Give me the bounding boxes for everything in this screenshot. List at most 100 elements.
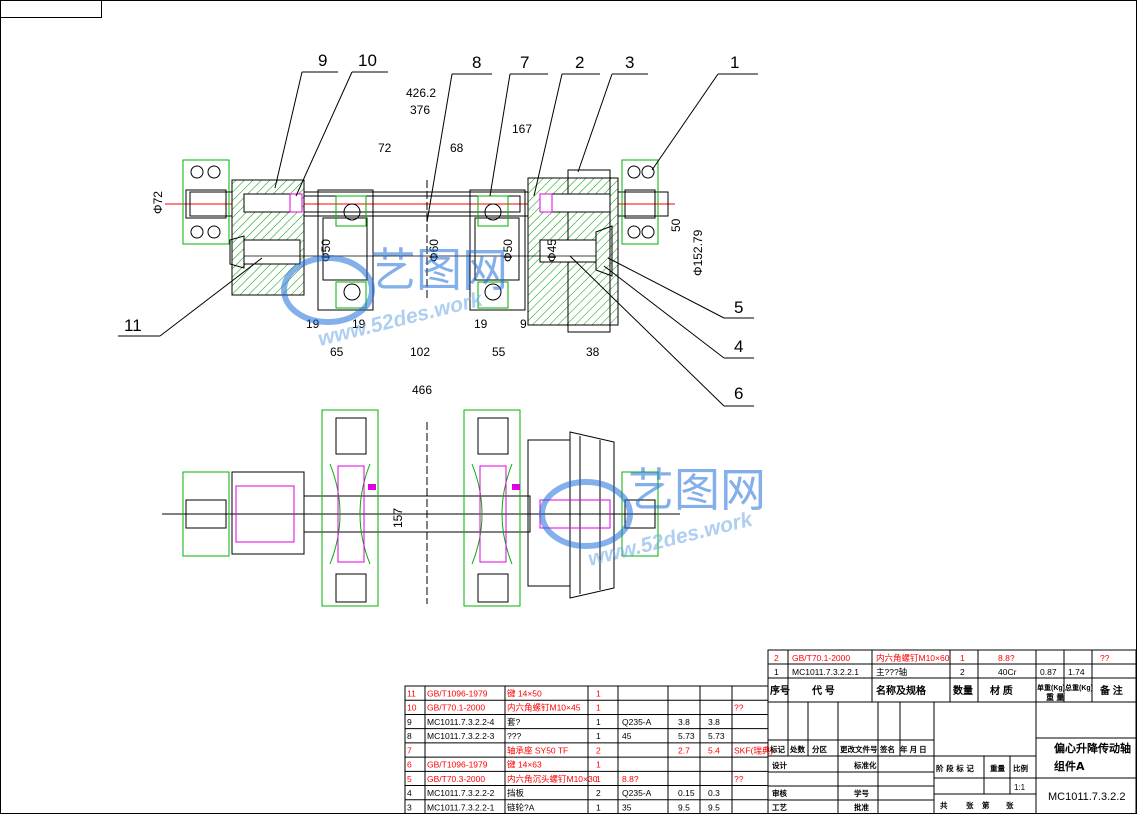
bom-lower-name: 轴承座 SY50 TF [507, 745, 568, 755]
bom-upper-no: 1 [774, 667, 779, 677]
footer-sheet1: 张 [966, 801, 974, 810]
bom-lower-no: 7 [407, 745, 412, 755]
dim-72: 72 [378, 141, 392, 155]
bom-lower-qty: 1 [596, 731, 601, 741]
bom-lower-name: ??? [507, 731, 521, 741]
watermark-brand-1: 艺图网 [370, 243, 508, 297]
bom-lower-code: MC1011.7.3.2.2-4 [427, 717, 495, 727]
hdr-code: 代 号 [811, 684, 835, 697]
balloon-11: 11 [124, 316, 142, 335]
plan-right-bearing [621, 471, 659, 557]
bom-upper-code: GB/T70.1-2000 [792, 653, 850, 663]
bom-lower-code: GB/T70.1-2000 [427, 703, 485, 713]
bom-lower-no: 10 [407, 703, 417, 713]
bom-lower-w1: 3.8 [678, 717, 690, 727]
balloon-5: 5 [734, 298, 743, 317]
balloon-3: 3 [625, 53, 634, 72]
balloon-10: 10 [358, 51, 377, 70]
bom-lower-no: 3 [407, 802, 412, 812]
signoff-header: 处数 [789, 744, 805, 754]
bom-upper-name: 内六角螺钉M10×60 [876, 653, 950, 663]
hdr-remark: 备 注 [1099, 684, 1123, 697]
bom-lower-w1: 5.73 [678, 731, 695, 741]
signoff-label: 批准 [854, 802, 869, 812]
bom-lower-material: Q235-A [622, 717, 652, 727]
dim-d45: Φ45 [545, 239, 559, 262]
watermark-2: 艺图网 www.52des.work [539, 463, 766, 571]
corner-box [0, 0, 102, 18]
bom-lower-no: 5 [407, 774, 412, 784]
dim-d50b: Φ50 [501, 239, 515, 262]
bom-lower-name: 内六角沉头螺钉M10×30 [507, 774, 598, 784]
dim-65: 65 [330, 345, 344, 359]
signoff-header: 签名 [879, 744, 895, 754]
signoff-header: 分区 [812, 744, 827, 754]
title-block: 序号 代 号 名称及规格 数量 材 质 单重(Kg) 总重(Kg) 重 量 备 … [404, 649, 1137, 815]
dim-102: 102 [410, 345, 430, 359]
scale-header: 比例 [1013, 763, 1029, 773]
dim-d72: Φ72 [151, 191, 165, 214]
balloon-7: 7 [520, 53, 529, 72]
bom-lower-no: 9 [407, 717, 412, 727]
dim-426: 426.2 [406, 86, 436, 100]
balloon-9: 9 [318, 51, 327, 70]
bom-lower-remark: ?? [734, 703, 744, 713]
bom-lower-w2: 9.5 [708, 802, 720, 812]
dim-d60: Φ60 [427, 239, 441, 262]
drawing-title-line2: 组件A [1054, 759, 1085, 773]
dim-55: 55 [492, 345, 506, 359]
bom-lower-w2: 0.3 [708, 788, 720, 798]
signoff-label: 审核 [772, 788, 787, 798]
bom-lower-w1: 2.7 [678, 745, 690, 755]
bom-lower-no: 4 [407, 788, 412, 798]
balloon-6: 6 [734, 384, 743, 403]
bom-lower-name: 内六角螺钉M10×45 [507, 703, 581, 713]
footer-total: 共 [940, 800, 948, 810]
plan-left-housing [321, 409, 379, 607]
bom-lower-remark: SKF(瑞典) [734, 745, 773, 755]
bom-upper-material: 40Cr [998, 667, 1017, 677]
bom-lower-code: MC1011.7.3.2.2-1 [427, 802, 495, 812]
bom-lower-name: 键 14×50 [507, 689, 542, 699]
bom-lower-code: MC1011.7.3.2.2-2 [427, 788, 495, 798]
hdr-w1: 单重(Kg) [1037, 683, 1065, 692]
right-housing [469, 189, 526, 311]
dimension-labels: 426.2 376 72 68 167 19 19 19 9 65 102 55… [151, 86, 705, 528]
bom-lower-w2: 3.8 [708, 717, 720, 727]
bom-upper-name: 主???轴 [876, 667, 907, 677]
bom-upper-code: MC1011.7.3.2.2.1 [792, 667, 859, 677]
weight-header: 重量 [990, 763, 1005, 773]
dim-19c: 19 [474, 317, 488, 331]
bom-lower-code: GB/T1096-1979 [427, 689, 488, 699]
footer-sheet2: 张 [1006, 801, 1014, 810]
bom-lower-qty: 1 [596, 689, 601, 699]
left-bearing [182, 159, 230, 245]
main-shaft [189, 191, 669, 217]
drawing-number: MC1011.7.3.2.2 [1048, 791, 1125, 803]
bom-lower-name: 挡板 [507, 788, 525, 798]
right-bearing [621, 159, 659, 245]
bom-lower-code: GB/T70.3-2000 [427, 774, 485, 784]
signoff-label: 标准化 [853, 760, 877, 770]
watermark-brand-2: 艺图网 [628, 463, 766, 517]
bom-lower-no: 8 [407, 731, 412, 741]
bom-lower-qty: 2 [596, 745, 601, 755]
dim-d152: Φ152.79 [691, 229, 705, 276]
bom-lower-material: 8.8? [622, 774, 639, 784]
signoff-header: 标记 [769, 744, 785, 754]
bom-lower-no: 11 [407, 689, 416, 699]
footer-no: 第 [982, 800, 990, 810]
bom-upper-material: 8.8? [998, 653, 1015, 663]
hdr-no: 序号 [770, 684, 790, 697]
left-sleeve [229, 179, 305, 296]
signoff-header: 更改文件号 [840, 744, 878, 754]
bom-upper-w1: 0.87 [1040, 667, 1057, 677]
hdr-name: 名称及规格 [876, 684, 927, 697]
hdr-weight: 重 量 [1046, 692, 1064, 702]
bom-lower-code: GB/T1096-1979 [427, 760, 488, 770]
bom-lower-no: 6 [407, 760, 412, 770]
dim-466: 466 [412, 383, 432, 397]
signoff-label: 学号 [854, 788, 869, 798]
dim-19b: 19 [352, 317, 366, 331]
